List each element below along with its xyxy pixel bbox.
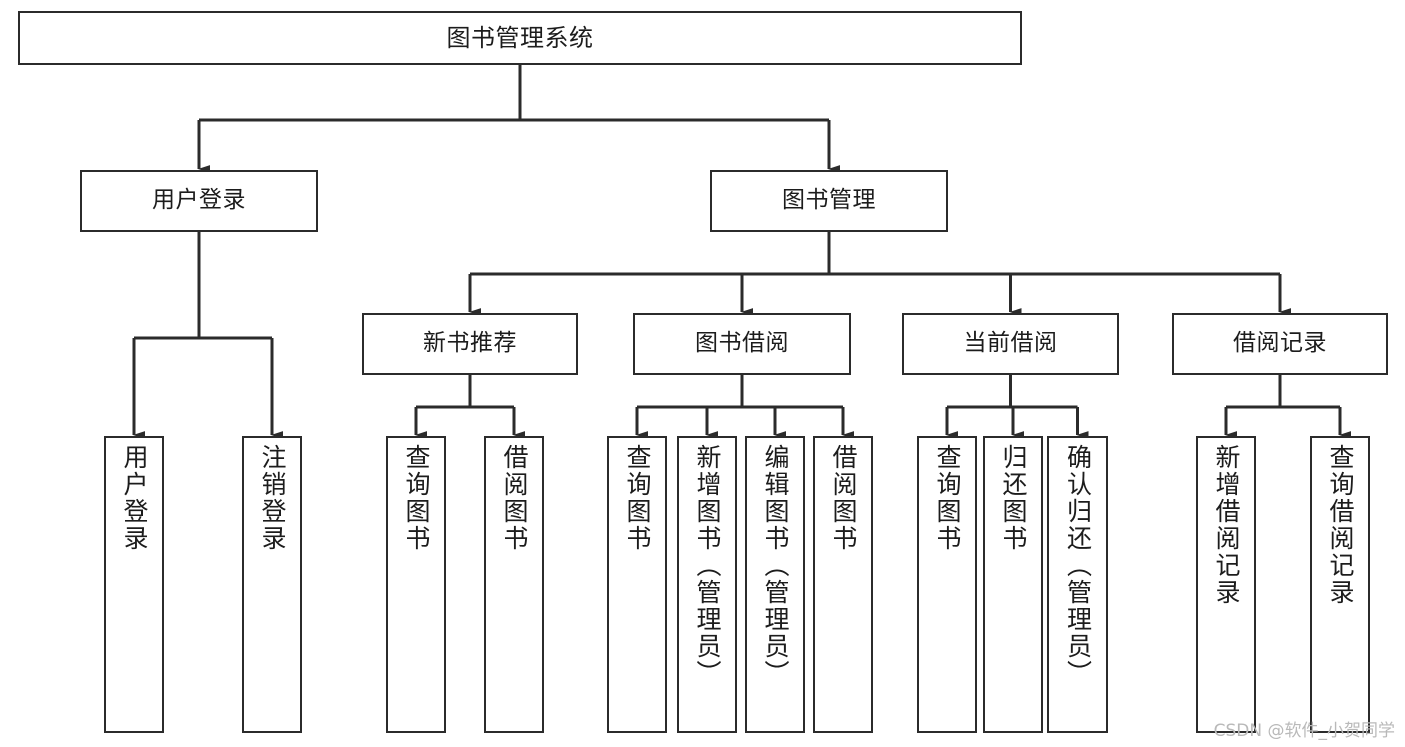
node-label-borrow-record: 借阅记录: [1233, 330, 1327, 357]
leaf-node-leaf-confirm-return-admin[interactable]: 确认归还（管理员）: [1047, 436, 1108, 733]
node-label-leaf-confirm-return-admin: 确认归还（管理员）: [1063, 444, 1093, 687]
level2-node-user-login[interactable]: 用户登录: [80, 170, 318, 232]
node-label-leaf-user-login: 用户登录: [120, 444, 149, 552]
node-label-book-borrow: 图书借阅: [695, 330, 789, 357]
level3-node-current-borrow[interactable]: 当前借阅: [902, 313, 1119, 375]
leaf-node-leaf-add-borrow-record[interactable]: 新增借阅记录: [1196, 436, 1256, 733]
leaf-node-leaf-borrow-book[interactable]: 借阅图书: [813, 436, 873, 733]
watermark-text: CSDN @软件_小贺同学: [1213, 721, 1395, 741]
node-label-leaf-add-book-admin: 新增图书（管理员）: [693, 444, 722, 687]
leaf-node-leaf-edit-book-admin[interactable]: 编辑图书（管理员）: [745, 436, 805, 733]
node-label-leaf-query-book-rec: 查询图书: [402, 444, 431, 552]
level3-node-new-book-recommend[interactable]: 新书推荐: [362, 313, 578, 375]
leaf-node-leaf-query-borrow-record[interactable]: 查询借阅记录: [1310, 436, 1370, 733]
root-node-root[interactable]: 图书管理系统: [18, 11, 1022, 65]
leaf-node-leaf-borrow-book-rec[interactable]: 借阅图书: [484, 436, 544, 733]
leaf-node-leaf-query-book-current[interactable]: 查询图书: [917, 436, 977, 733]
node-label-leaf-query-book-current: 查询图书: [933, 444, 962, 552]
node-label-leaf-borrow-book-rec: 借阅图书: [500, 444, 529, 552]
node-label-leaf-edit-book-admin: 编辑图书（管理员）: [761, 444, 790, 687]
leaf-node-leaf-query-book-borrow[interactable]: 查询图书: [607, 436, 667, 733]
node-label-leaf-logout-login: 注销登录: [258, 444, 287, 552]
node-label-leaf-return-book: 归还图书: [999, 444, 1028, 552]
node-label-current-borrow: 当前借阅: [963, 330, 1058, 357]
level3-node-borrow-record[interactable]: 借阅记录: [1172, 313, 1388, 375]
leaf-node-leaf-return-book[interactable]: 归还图书: [983, 436, 1043, 733]
leaf-node-leaf-add-book-admin[interactable]: 新增图书（管理员）: [677, 436, 737, 733]
node-label-new-book-recommend: 新书推荐: [423, 330, 517, 357]
level2-node-book-management[interactable]: 图书管理: [710, 170, 948, 232]
node-label-root: 图书管理系统: [446, 23, 594, 52]
node-label-user-login: 用户登录: [152, 187, 246, 214]
leaf-node-leaf-query-book-rec[interactable]: 查询图书: [386, 436, 446, 733]
leaf-node-leaf-user-login[interactable]: 用户登录: [104, 436, 164, 733]
node-label-leaf-borrow-book: 借阅图书: [829, 444, 858, 552]
node-label-leaf-query-book-borrow: 查询图书: [623, 444, 652, 552]
leaf-node-leaf-logout-login[interactable]: 注销登录: [242, 436, 302, 733]
node-label-leaf-add-borrow-record: 新增借阅记录: [1212, 444, 1241, 606]
level3-node-book-borrow[interactable]: 图书借阅: [633, 313, 851, 375]
node-label-book-management: 图书管理: [782, 187, 876, 214]
node-label-leaf-query-borrow-record: 查询借阅记录: [1326, 444, 1355, 606]
